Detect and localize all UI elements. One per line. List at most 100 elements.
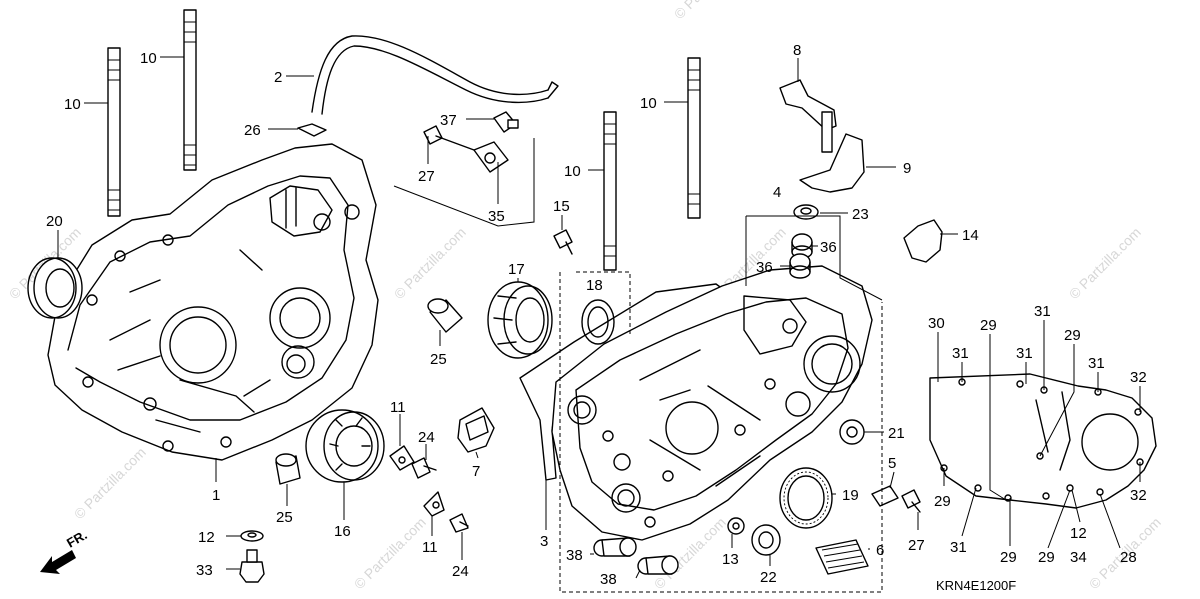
front-arrow-icon: FR. [40, 527, 90, 574]
stopper-plate [799, 133, 865, 193]
callout-label: 33 [196, 562, 213, 579]
callout-label: 12 [1070, 525, 1087, 542]
clip [297, 123, 327, 137]
callout-label: 38 [566, 547, 583, 564]
callout-label: 31 [1016, 345, 1033, 362]
callout-label: 20 [46, 213, 63, 230]
bolt-5 [901, 489, 921, 513]
setting-plate-2 [423, 491, 445, 517]
callout-label: 23 [852, 206, 869, 223]
callout-label: 11 [390, 399, 406, 416]
bearing [305, 409, 385, 483]
watermark: © Partzilla.com [71, 444, 149, 522]
front-direction-label: FR. [64, 527, 90, 550]
callout-label: 16 [334, 523, 351, 540]
callout-label: 13 [722, 551, 739, 568]
callout-label: 28 [1120, 549, 1137, 566]
callout-label: 32 [1130, 487, 1147, 504]
callout-label: 24 [452, 563, 469, 580]
needle-bearing-4 [593, 537, 637, 557]
watermark: © Partzilla.com [391, 224, 469, 302]
bolt-4 [553, 229, 573, 255]
callout-label: 29 [1000, 549, 1017, 566]
callout-label: 29 [1064, 327, 1081, 344]
oil-seal-2 [581, 299, 615, 345]
callout-label: 6 [876, 542, 884, 559]
oil-seal-4 [839, 419, 865, 445]
dowel-pin [427, 298, 463, 333]
callout-labels: 10 10 2 26 37 27 35 20 25 1 25 16 11 24 … [46, 42, 1147, 588]
right-crankcase [551, 265, 873, 541]
callout-label: 1 [212, 487, 220, 504]
callout-label: 8 [793, 42, 801, 59]
callout-label: 19 [842, 487, 859, 504]
callout-label: 36 [820, 239, 837, 256]
callout-label: 34 [1070, 549, 1087, 566]
left-crankcase [47, 143, 379, 461]
oil-seal [27, 257, 83, 319]
callout-label: 30 [928, 315, 945, 332]
bolt [411, 457, 437, 479]
stud-bolt-right [603, 111, 617, 271]
callout-label: 5 [888, 455, 896, 472]
oil-strainer [815, 539, 869, 575]
callout-label: 3 [540, 533, 548, 550]
callout-label: 10 [640, 95, 657, 112]
callout-label: 14 [962, 227, 979, 244]
watermark: © Partzilla.com [671, 0, 749, 22]
washer [240, 530, 264, 542]
needle-bearing-2 [791, 233, 813, 259]
bearing-2 [751, 524, 781, 556]
callout-label: 29 [1038, 549, 1055, 566]
callout-label: 7 [472, 463, 480, 480]
callout-label: 31 [1088, 355, 1105, 372]
stud-bolt-left [107, 47, 121, 217]
shift-arm [779, 79, 837, 153]
callout-label: 36 [756, 259, 773, 276]
callout-label: 9 [903, 160, 911, 177]
callout-label: 29 [980, 317, 997, 334]
oil-seal-3 [793, 204, 819, 220]
washer-2 [727, 517, 745, 535]
callout-label: 15 [553, 198, 570, 215]
callout-label: 17 [508, 261, 525, 278]
leader-lines [57, 56, 1141, 579]
callout-label: 24 [418, 429, 435, 446]
callout-label: 12 [198, 529, 215, 546]
callout-label: 35 [488, 208, 505, 225]
diagram-code: KRN4E1200F [936, 578, 1016, 593]
guide-plate [457, 407, 495, 453]
needle-bearing [487, 281, 553, 359]
callout-label: 31 [1034, 303, 1051, 320]
callout-label: 27 [908, 537, 925, 554]
callout-label: 4 [773, 184, 781, 201]
callout-label: 21 [888, 425, 905, 442]
callout-label: 22 [760, 569, 777, 586]
callout-label: 26 [244, 122, 261, 139]
oil-seal-5 [779, 467, 833, 529]
callout-label: 32 [1130, 369, 1147, 386]
callout-label: 29 [934, 493, 951, 510]
joint-valve [473, 141, 509, 173]
watermark: © Partzilla.com [1066, 224, 1144, 302]
stud-bolt-left-2 [183, 9, 197, 171]
callout-label: 31 [950, 539, 967, 556]
callout-label: 25 [276, 509, 293, 526]
callout-label: 31 [952, 345, 969, 362]
callout-label: 25 [430, 351, 447, 368]
setting-plate [389, 445, 415, 471]
dowel-pin-2 [275, 453, 301, 485]
bolt-3 [423, 125, 475, 151]
callout-label: 38 [600, 571, 617, 588]
clamp [903, 219, 943, 263]
callout-label: 18 [586, 277, 603, 294]
bolt-2 [449, 513, 469, 533]
callout-label: 10 [564, 163, 581, 180]
watermark: © Partzilla.com [351, 514, 429, 592]
needle-bearing-3 [789, 253, 811, 279]
needle-bearing-5 [637, 555, 679, 575]
callout-label: 10 [64, 96, 81, 113]
setting-plate-3 [871, 485, 899, 507]
breather-tube [311, 35, 559, 115]
